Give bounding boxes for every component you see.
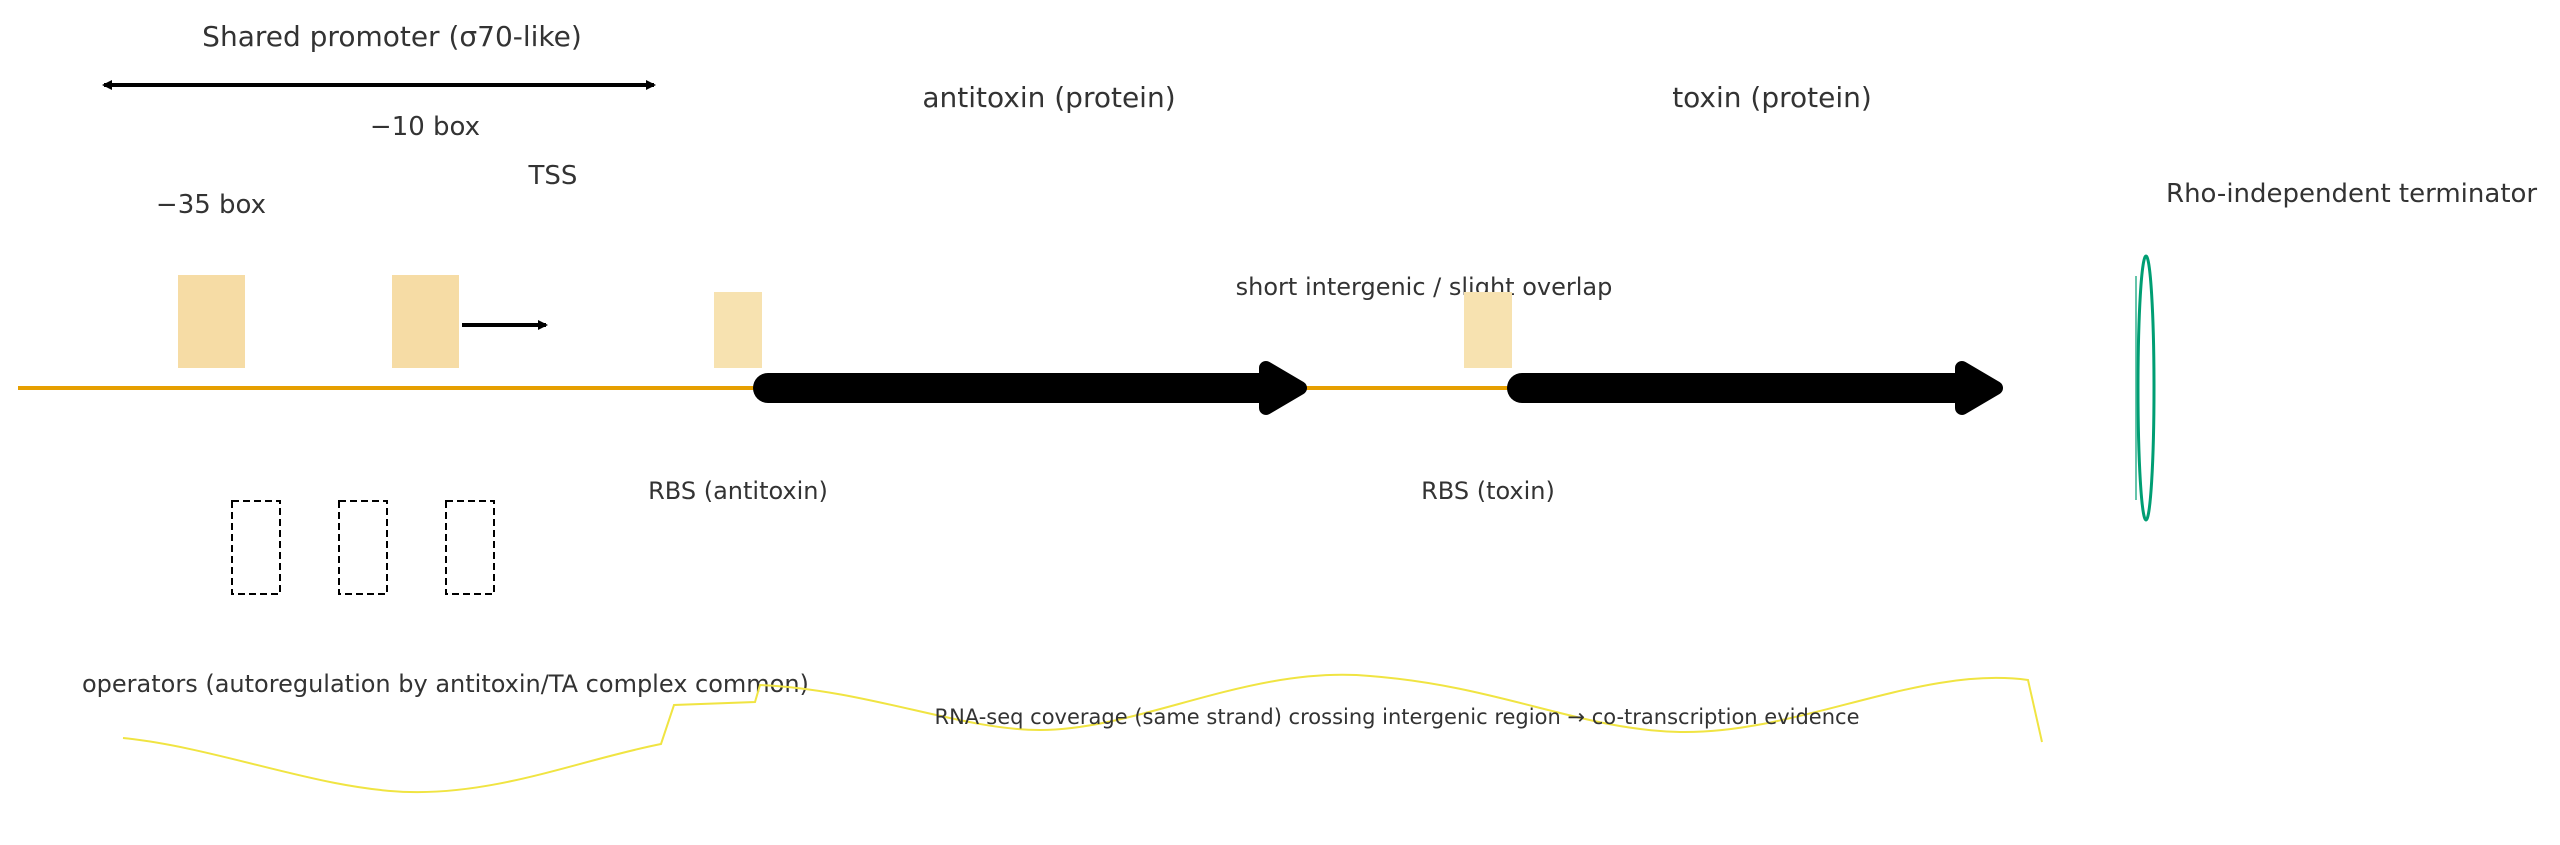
terminator-label: Rho-independent terminator xyxy=(2166,179,2537,209)
rnaseq-coverage-trace xyxy=(122,673,2043,794)
antitoxin-gene xyxy=(753,361,1307,415)
rnaseq-label: RNA-seq coverage (same strand) crossing … xyxy=(935,705,1860,729)
minus35-box xyxy=(178,275,245,368)
operators-label: operators (autoregulation by antitoxin/T… xyxy=(82,670,809,698)
minus10-label: −10 box xyxy=(370,112,480,142)
terminator-hairpin xyxy=(2135,254,2156,522)
promoter-title: Shared promoter (σ70-like) xyxy=(202,20,582,53)
minus35-label: −35 box xyxy=(156,190,266,220)
tss-label: TSS xyxy=(528,161,578,191)
rbs-antitoxin-label: RBS (antitoxin) xyxy=(648,477,828,505)
operator-box-2 xyxy=(338,500,388,595)
rbs-antitoxin-box xyxy=(714,292,762,368)
antitoxin-label: antitoxin (protein) xyxy=(922,81,1175,114)
operator-box-1 xyxy=(231,500,281,595)
operator-box-3 xyxy=(445,500,495,595)
toxin-gene xyxy=(1507,361,2003,415)
intergenic-label: short intergenic / slight overlap xyxy=(1236,273,1613,301)
rbs-toxin-label: RBS (toxin) xyxy=(1421,477,1555,505)
toxin-label: toxin (protein) xyxy=(1672,81,1872,114)
minus10-box xyxy=(392,275,459,368)
rbs-toxin-box xyxy=(1464,292,1512,368)
